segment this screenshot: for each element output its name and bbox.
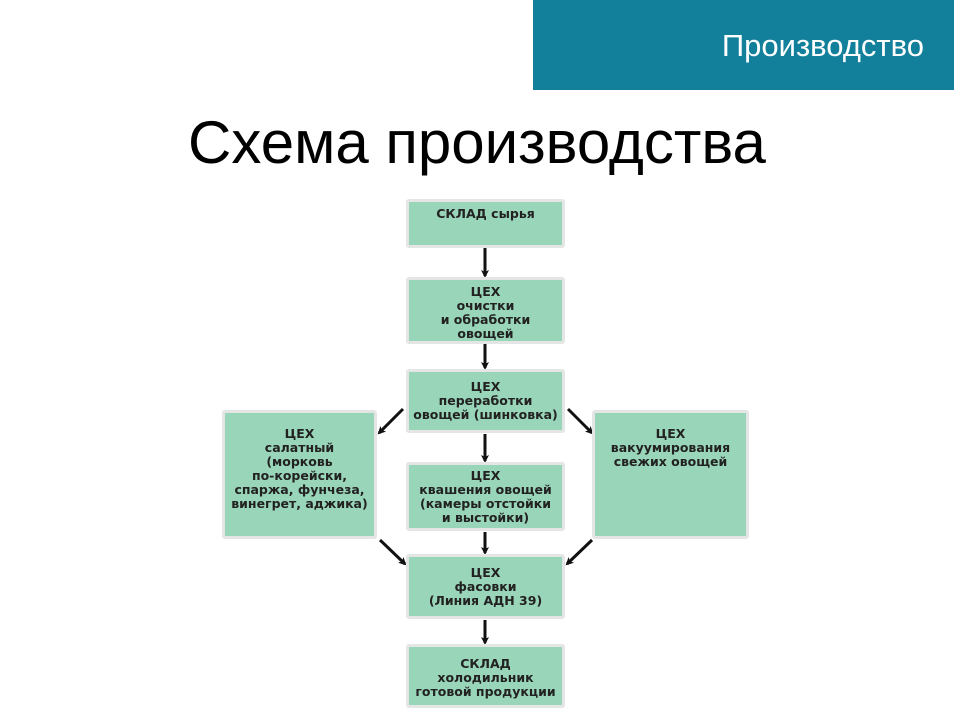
box-vacuum: ЦЕХ вакуумирования свежих овощей xyxy=(592,410,749,539)
page-title: Схема производства xyxy=(188,109,766,176)
box-packing: ЦЕХ фасовки (Линия АДН 39) xyxy=(406,554,565,619)
box-finished-store: СКЛАД холодильник готовой продукции xyxy=(406,644,565,708)
arrow-processing-to-vacuum xyxy=(566,407,594,435)
box-processing: ЦЕХ переработки овощей (шинковка) xyxy=(406,369,565,433)
box-salad: ЦЕХ салатный (морковь по-корейски, спарж… xyxy=(222,410,377,539)
arrow-processing-to-salad xyxy=(377,407,405,435)
box-fermenting: ЦЕХ квашения овощей (камеры отстойки и в… xyxy=(406,462,565,531)
box-raw-store: СКЛАД сырья xyxy=(406,199,565,248)
arrow-vacuum-to-packing xyxy=(565,538,594,566)
arrow-salad-to-packing xyxy=(378,538,407,566)
box-cleaning: ЦЕХ очистки и обработки овощей xyxy=(406,277,565,344)
section-banner: Производство xyxy=(533,0,954,90)
section-label: Производство xyxy=(721,28,924,63)
